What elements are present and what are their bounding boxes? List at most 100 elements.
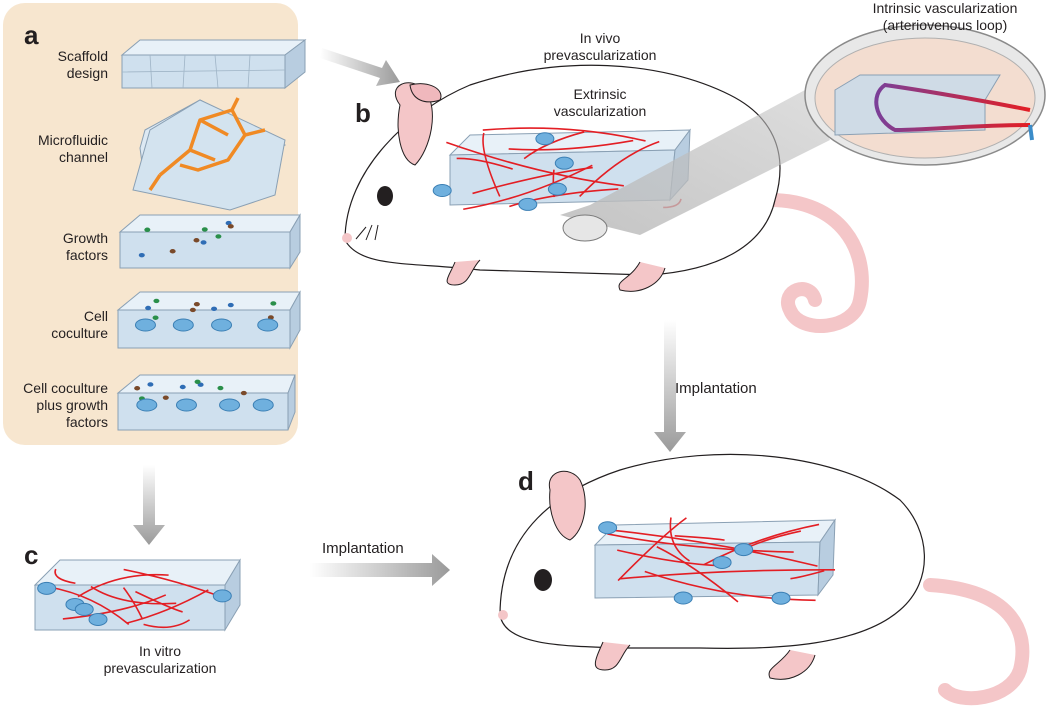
cell-shape <box>257 318 279 332</box>
cell-shape <box>518 197 538 211</box>
panel-label-d: d <box>518 466 534 496</box>
growth-factor-dot <box>162 395 169 400</box>
blood-vessel <box>77 573 169 598</box>
growth-factor-dot <box>227 302 234 308</box>
blood-vessel <box>674 535 725 541</box>
growth-factor-dot <box>179 384 186 390</box>
arrow-a-to-b <box>320 48 400 86</box>
blood-vessel <box>122 587 144 620</box>
growth-factor-dot <box>217 385 224 391</box>
growth-factor-dot <box>211 306 218 311</box>
blood-vessel <box>54 568 76 585</box>
blood-vessel <box>472 166 593 195</box>
cell-shape <box>172 318 194 332</box>
growth-factor-dot <box>201 227 208 232</box>
cell-shape <box>212 589 232 603</box>
blood-vessel <box>607 533 794 553</box>
cell-shape <box>712 555 732 569</box>
label-intrinsic-vascularization: Intrinsic vascularization(arteriovenous … <box>872 0 1018 33</box>
growth-factor-dot <box>134 386 141 391</box>
blood-vessel <box>126 589 209 624</box>
blood-vessel <box>790 569 825 580</box>
cell-shape <box>734 543 754 557</box>
microfluidic-channel-slab <box>132 97 287 211</box>
blood-vessel <box>656 546 739 603</box>
cell-shape <box>598 521 618 535</box>
panel-label-a: a <box>24 20 39 50</box>
cell-shape <box>219 398 241 412</box>
growth-factor-dot <box>270 301 277 306</box>
cell-shape <box>175 398 197 412</box>
growth-factor-dot <box>240 390 247 396</box>
cell-shape <box>252 398 274 412</box>
in-vitro-vessels <box>37 568 232 629</box>
growth-factor-dot <box>145 305 152 311</box>
magnification-cone <box>560 90 830 235</box>
growth-factor-dot <box>227 224 234 229</box>
blood-vessel <box>62 594 167 620</box>
cell-shape <box>74 602 94 616</box>
growth-factor-dot <box>189 307 196 313</box>
arrow-a-to-c <box>133 465 165 545</box>
panel-label-b: b <box>355 98 371 128</box>
blood-vessel <box>143 619 191 629</box>
growth-factor-dot <box>225 220 232 226</box>
cell-shape <box>771 591 791 605</box>
cell-shape <box>134 318 156 332</box>
growth-factor-dot <box>147 382 154 387</box>
growth-factor-dot <box>153 298 160 304</box>
blood-vessel <box>607 528 818 567</box>
petri-dish-intrinsic <box>804 24 1046 166</box>
growth-factor-dot <box>215 234 222 239</box>
blood-vessel <box>49 586 130 626</box>
growth-factor-dot <box>169 249 176 254</box>
extrinsic-vessels <box>432 127 682 211</box>
arrow-b-to-d <box>654 320 686 452</box>
growth-factors-slab <box>118 213 301 270</box>
cell-shape <box>554 156 574 170</box>
cell-shape <box>136 398 158 412</box>
growth-factor-dot <box>200 240 207 245</box>
arrow-c-to-d <box>310 554 450 586</box>
growth-factor-dot <box>144 227 151 232</box>
cell-shape <box>673 591 693 605</box>
blood-vessel <box>135 590 183 613</box>
blood-vessel <box>509 188 619 208</box>
blood-vessel <box>644 570 816 602</box>
growth-factor-dot <box>194 379 201 385</box>
cell-shape <box>88 612 108 626</box>
blood-vessel <box>508 139 634 151</box>
panel-label-c: c <box>24 540 39 570</box>
label-implantation-horizontal: Implantation <box>322 540 404 557</box>
blood-vessel <box>463 164 593 211</box>
blood-vessel <box>482 132 501 197</box>
blood-vessel <box>669 517 690 562</box>
scaffold-d <box>593 518 836 599</box>
cell-shape <box>547 182 567 196</box>
blood-vessel <box>619 569 836 580</box>
petri-dish-small <box>562 214 608 242</box>
blood-vessel <box>446 141 624 187</box>
growth-factor-dot <box>193 238 200 243</box>
growth-factor-dot <box>193 301 200 307</box>
blood-vessel <box>579 140 660 198</box>
label-implantation-vertical: Implantation <box>675 380 757 397</box>
scaffold-design-slab <box>120 39 307 90</box>
cell-shape <box>535 132 555 146</box>
blood-vessel <box>482 127 646 142</box>
cell-shape <box>211 318 233 332</box>
growth-factor-dot <box>138 252 145 258</box>
implanted-vessels <box>598 517 836 605</box>
blood-vessel <box>456 157 513 170</box>
cell-coculture-growth-factors-slab <box>116 374 296 431</box>
